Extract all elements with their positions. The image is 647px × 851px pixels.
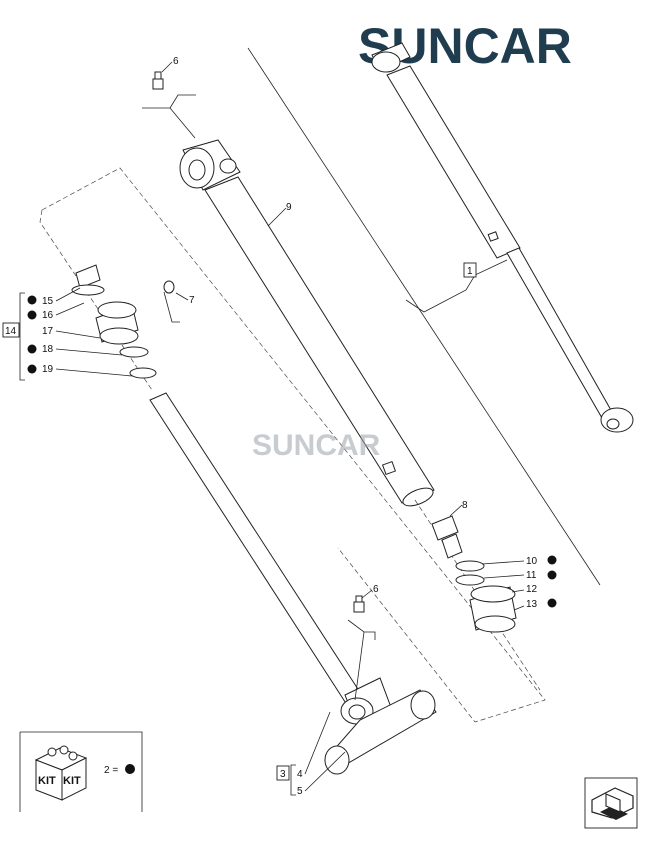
return-arrow-icon[interactable] <box>584 777 638 829</box>
kit-box-icon: KIT KIT <box>34 745 88 801</box>
callout-6-bottom: 6 <box>373 584 379 595</box>
kit-label-1: KIT <box>38 775 56 787</box>
kit-label-2: KIT <box>63 775 81 787</box>
callout-1: 1 <box>467 266 473 277</box>
bolt-and-gland-parts <box>431 515 517 633</box>
callout-11: 11 <box>526 570 537 581</box>
bullet-10 <box>547 555 557 565</box>
grease-fitting-bottom <box>353 595 365 613</box>
bullet-19 <box>27 364 37 374</box>
assembled-cylinder <box>371 42 634 433</box>
kit-legend-bullet <box>125 764 135 774</box>
leader-19 <box>55 368 133 377</box>
callout-8: 8 <box>462 500 468 511</box>
leader-8 <box>449 504 463 517</box>
cylinder-barrel <box>179 139 435 507</box>
piston-seal-kit-parts <box>71 264 157 379</box>
bullet-16 <box>27 310 37 320</box>
callout-10: 10 <box>526 556 538 567</box>
callout-15: 15 <box>42 296 54 307</box>
leader-fitting-top <box>142 94 196 139</box>
callout-6-top: 6 <box>173 56 179 67</box>
callout-3: 3 <box>280 769 286 780</box>
kit-legend-text: 2 = <box>104 765 118 776</box>
leader-11 <box>483 574 525 579</box>
leader-16 <box>55 302 85 316</box>
callout-17: 17 <box>42 326 54 337</box>
callout-13: 13 <box>526 599 538 610</box>
bracket-3 <box>290 764 296 796</box>
callout-box-3 <box>276 765 290 781</box>
leader-fitting-bottom <box>347 619 376 701</box>
bullet-18 <box>27 344 37 354</box>
leader-1b <box>405 299 425 313</box>
callout-18: 18 <box>42 344 54 355</box>
leader-10 <box>481 560 525 565</box>
leader-17 <box>55 330 101 339</box>
leader-7-bracket <box>163 291 180 323</box>
callout-16: 16 <box>42 310 54 321</box>
leader-1 <box>423 259 508 313</box>
axis-line-right <box>247 47 601 586</box>
callout-14: 14 <box>5 326 17 337</box>
callout-4: 4 <box>297 769 303 780</box>
leader-5 <box>304 751 346 792</box>
watermark-text: SUNCAR <box>252 429 381 462</box>
bracket-14 <box>19 292 25 381</box>
leader-9 <box>267 207 287 227</box>
leader-6-top <box>161 61 173 73</box>
leader-12 <box>511 589 525 593</box>
callout-9: 9 <box>286 202 292 213</box>
fitting-7 <box>163 280 175 294</box>
callout-7: 7 <box>189 295 195 306</box>
bullet-15 <box>27 295 37 305</box>
leader-13 <box>513 605 525 611</box>
kit-legend: KIT KIT 2 = <box>19 731 143 812</box>
callout-5: 5 <box>297 786 303 797</box>
callout-box-1 <box>463 262 477 278</box>
leader-4 <box>304 711 331 775</box>
callout-19: 19 <box>42 364 54 375</box>
piston-rod <box>149 392 437 775</box>
callout-12: 12 <box>526 584 538 595</box>
bullet-13 <box>547 598 557 608</box>
leader-7 <box>175 292 189 301</box>
grease-fitting-top <box>152 71 164 90</box>
bullet-11 <box>547 570 557 580</box>
leader-18 <box>55 348 123 356</box>
leader-15 <box>55 287 81 302</box>
callout-box-14 <box>2 322 20 338</box>
leader-6-bottom <box>361 589 373 599</box>
